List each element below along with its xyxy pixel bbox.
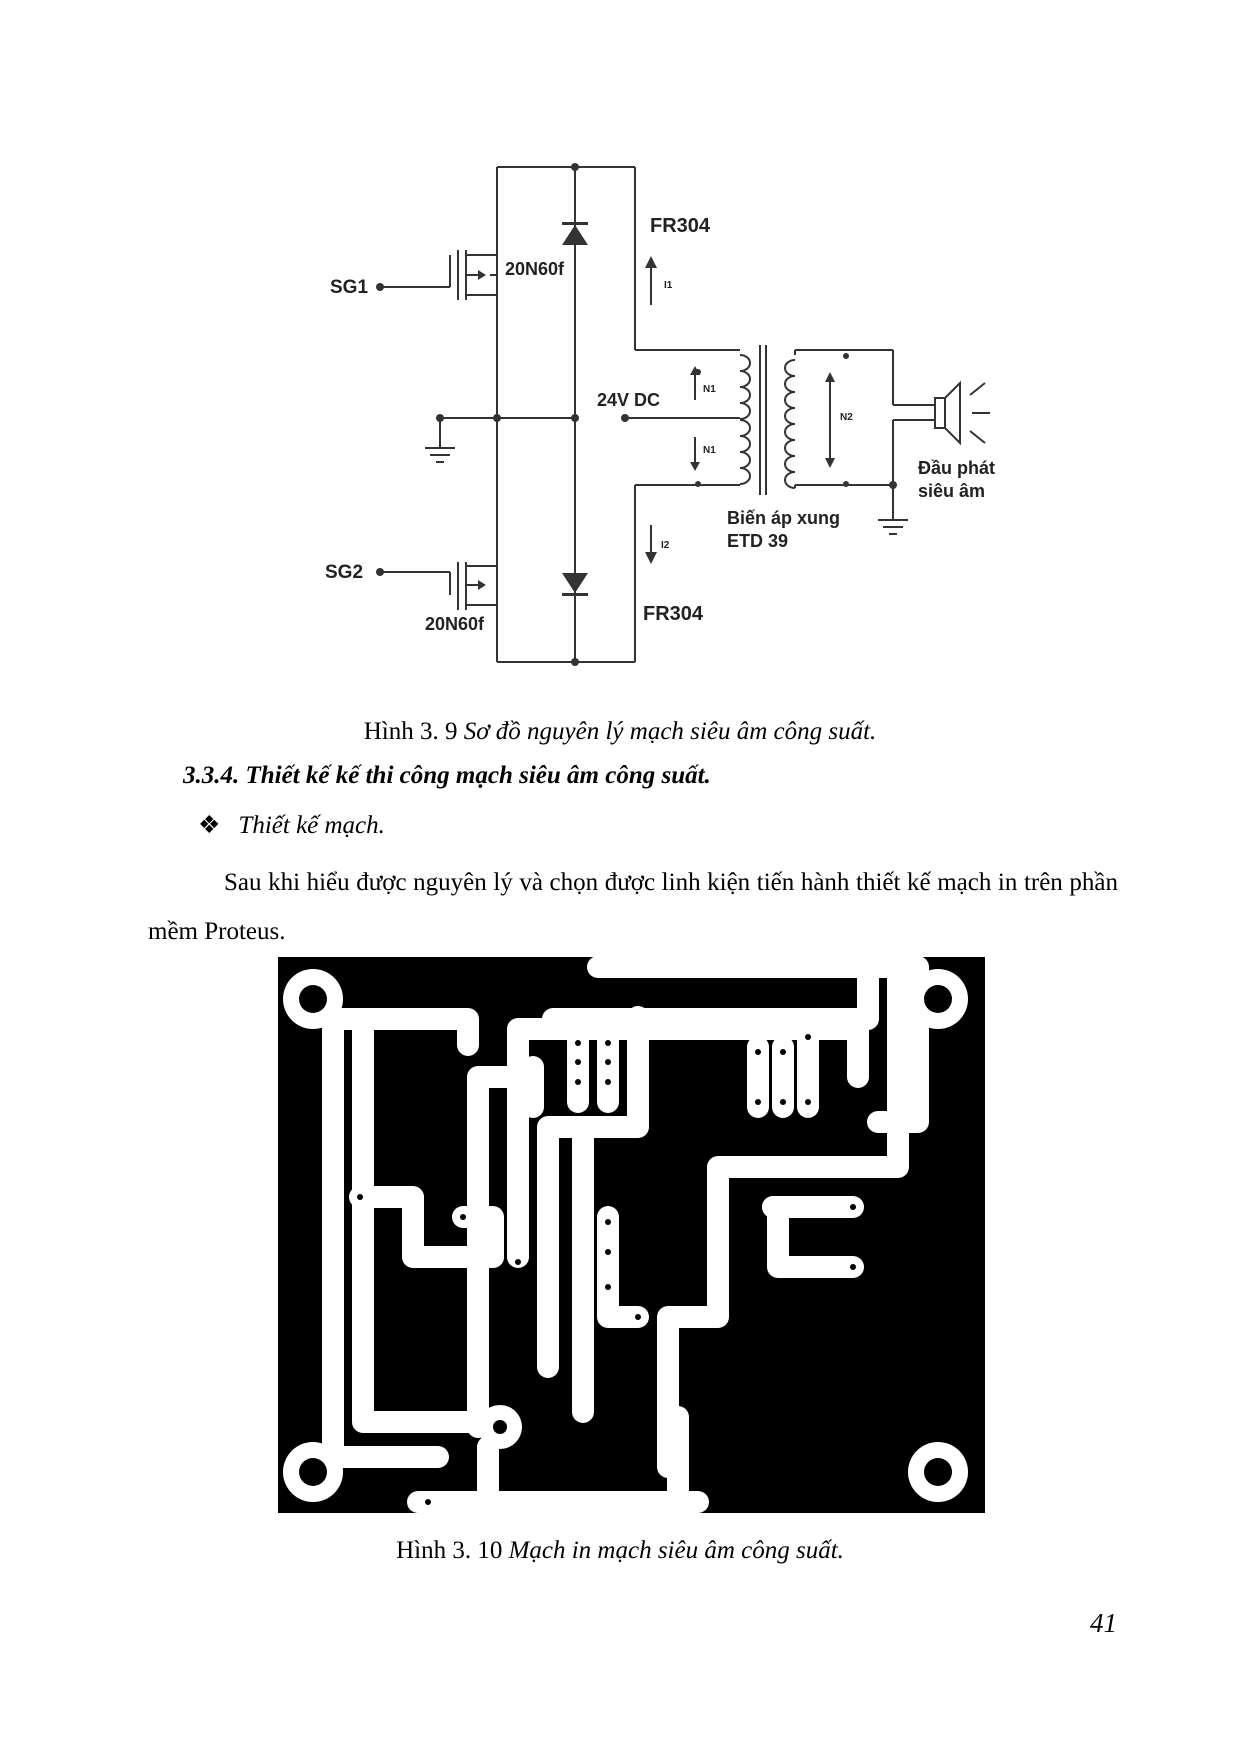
figure-10-text: Mạch in mạch siêu âm công suất. [508,1537,844,1564]
mosfet-1-label: 20N60f [505,259,565,279]
figure-9-prefix: Hình 3. 9 [363,718,458,745]
diode-1-label: FR304 [650,215,711,237]
bullet-symbol: ❖ [198,812,221,839]
transducer-label-1: Đầu phát [918,458,995,478]
figure-9-text: Sơ đồ nguyên lý mạch siêu âm công suất. [463,718,877,745]
schematic-diagram: SG1 SG2 20N60f 20N60f FR304 FR304 I1 I2 … [325,163,995,666]
supply-label: 24V DC [597,390,660,410]
body-paragraph: Sau khi hiểu được nguyên lý và chọn được… [148,869,1118,945]
n2-label: N2 [840,412,853,423]
figure-9-caption: Hình 3. 9 Sơ đồ nguyên lý mạch siêu âm c… [0,718,1240,746]
figure-10-prefix: Hình 3. 10 [396,1537,503,1564]
page-number: 41 [1090,1608,1117,1638]
bullet-text: Thiết kế mạch. [238,812,385,839]
current-i2-label: I2 [661,540,670,551]
figure-10-caption: Hình 3. 10 Mạch in mạch siêu âm công suấ… [0,1537,1240,1565]
sg1-label: SG1 [330,277,368,298]
n1-bottom-label: N1 [703,445,716,456]
current-i1-label: I1 [664,280,673,291]
transducer-label-2: siêu âm [918,481,985,501]
diode-2-label: FR304 [643,603,704,625]
mosfet-2-label: 20N60f [425,614,485,634]
transformer-label-2: ETD 39 [727,531,788,551]
pcb-layout-image [278,957,985,1513]
section-heading: 3.3.4. Thiết kế kế thi công mạch siêu âm… [183,762,711,789]
sg2-label: SG2 [325,562,363,583]
transformer-label-1: Biến áp xung [727,508,840,528]
bullet-item: ❖ Thiết kế mạch. [198,810,385,840]
n1-top-label: N1 [703,384,716,395]
